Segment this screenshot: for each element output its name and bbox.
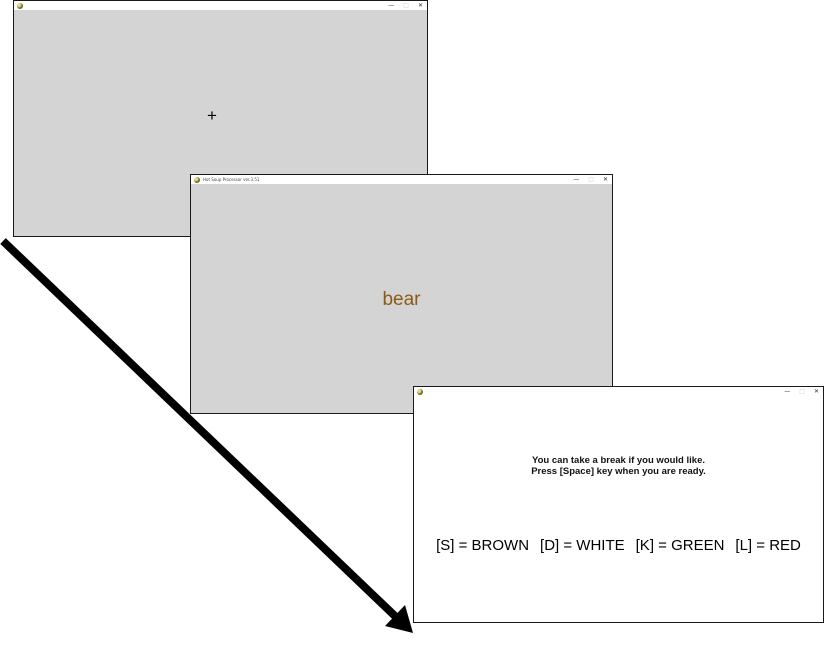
- window-title: Hot Soup Processor ver.3.51: [203, 177, 260, 182]
- close-button[interactable]: ✕: [602, 175, 608, 183]
- key-mapping-l: [L] = RED: [735, 537, 801, 554]
- window-controls: — □ ✕: [388, 1, 425, 10]
- fixation-content: +: [14, 10, 427, 236]
- close-button[interactable]: ✕: [813, 387, 819, 395]
- break-content: You can take a break if you would like. …: [414, 396, 823, 622]
- break-window: — □ ✕ You can take a break if you would …: [413, 386, 824, 623]
- window-controls: — □ ✕: [784, 387, 821, 396]
- close-button[interactable]: ✕: [417, 1, 423, 9]
- arrow-head: [385, 605, 413, 633]
- maximize-button[interactable]: □: [799, 387, 805, 395]
- fixation-cross: +: [207, 106, 217, 125]
- window-controls: — □ ✕: [573, 175, 610, 184]
- app-icon: [194, 176, 200, 183]
- minimize-button[interactable]: —: [784, 387, 791, 395]
- key-mapping-k: [K] = GREEN: [635, 537, 725, 554]
- key-mapping-s: [S] = BROWN: [436, 537, 530, 554]
- minimize-button[interactable]: —: [573, 175, 580, 183]
- key-mapping-row: [S] = BROWN [D] = WHITE [K] = GREEN [L] = R…: [414, 537, 823, 554]
- stimulus-window: Hot Soup Processor ver.3.51 — □ ✕ bear: [190, 174, 613, 414]
- stimulus-word: bear: [382, 289, 421, 310]
- app-icon: [17, 2, 23, 9]
- minimize-button[interactable]: —: [388, 1, 395, 9]
- app-icon: [417, 388, 423, 395]
- maximize-button[interactable]: □: [588, 175, 594, 183]
- key-mapping-d: [D] = WHITE: [540, 537, 625, 554]
- maximize-button[interactable]: □: [403, 1, 409, 9]
- fixation-window-titlebar: — □ ✕: [14, 1, 427, 10]
- stimulus-content: bear: [191, 184, 612, 413]
- break-window-titlebar: — □ ✕: [414, 387, 823, 396]
- break-message-line2: Press [Space] key when you are ready.: [531, 466, 706, 477]
- break-message-line1: You can take a break if you would like.: [532, 455, 705, 466]
- stimulus-window-titlebar: Hot Soup Processor ver.3.51 — □ ✕: [191, 175, 612, 184]
